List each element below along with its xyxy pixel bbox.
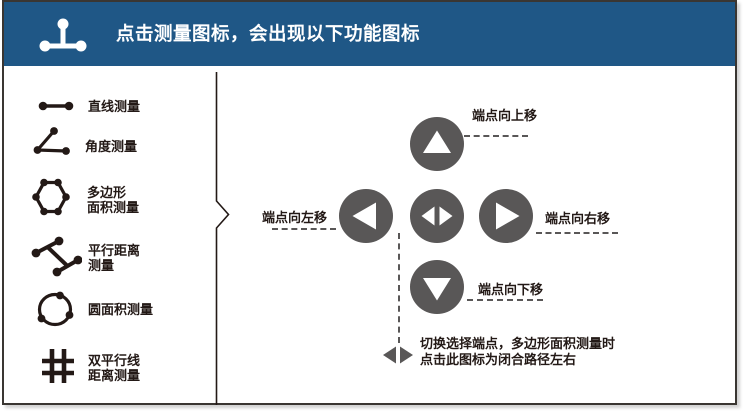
circle-area-measure-label: 圆面积测量 bbox=[88, 302, 154, 317]
move-endpoint-right-button[interactable] bbox=[479, 189, 533, 243]
toggle-note: 切换选择端点，多边形面积测量时 点击此图标为闭合路径左右 bbox=[420, 336, 616, 367]
double-parallel-distance-measure-label: 双平行线 距离测量 bbox=[88, 353, 141, 383]
move-down-label: 端点向下移 bbox=[478, 282, 544, 297]
angle-measure-label: 角度测量 bbox=[85, 139, 138, 154]
line-measure-icon[interactable] bbox=[36, 98, 76, 119]
move-endpoint-left-button[interactable] bbox=[339, 189, 393, 243]
double-parallel-distance-measure-icon[interactable] bbox=[41, 348, 75, 389]
toggle-leader-line bbox=[398, 233, 400, 343]
parallel-distance-measure-icon[interactable] bbox=[30, 234, 83, 283]
move-endpoint-up-button[interactable] bbox=[410, 117, 464, 171]
line-measure-label: 直线测量 bbox=[88, 99, 141, 114]
move-up-leader-line bbox=[464, 135, 528, 137]
circle-area-measure-icon[interactable] bbox=[35, 291, 75, 333]
move-right-leader-line bbox=[536, 232, 618, 234]
header-bar: 点击测量图标，会出现以下功能图标 bbox=[4, 2, 735, 66]
angle-measure-icon[interactable] bbox=[33, 126, 71, 160]
move-endpoint-down-button[interactable] bbox=[410, 260, 464, 314]
header-title: 点击测量图标，会出现以下功能图标 bbox=[116, 23, 421, 44]
move-right-label: 端点向右移 bbox=[545, 211, 611, 226]
divider-chevron bbox=[211, 72, 235, 410]
move-down-leader-line bbox=[467, 299, 543, 301]
move-left-label: 端点向左移 bbox=[262, 210, 328, 225]
measure-tool-icon bbox=[36, 13, 90, 57]
move-up-label: 端点向上移 bbox=[472, 108, 538, 123]
toggle-endpoint-button[interactable] bbox=[410, 189, 464, 243]
parallel-distance-measure-label: 平行距离 测量 bbox=[88, 243, 141, 273]
toggle-endpoint-small-icon[interactable] bbox=[383, 344, 413, 366]
move-left-leader-line bbox=[272, 228, 336, 230]
polygon-area-measure-icon[interactable] bbox=[32, 178, 70, 221]
polygon-area-measure-label: 多边形 面积测量 bbox=[87, 185, 140, 215]
